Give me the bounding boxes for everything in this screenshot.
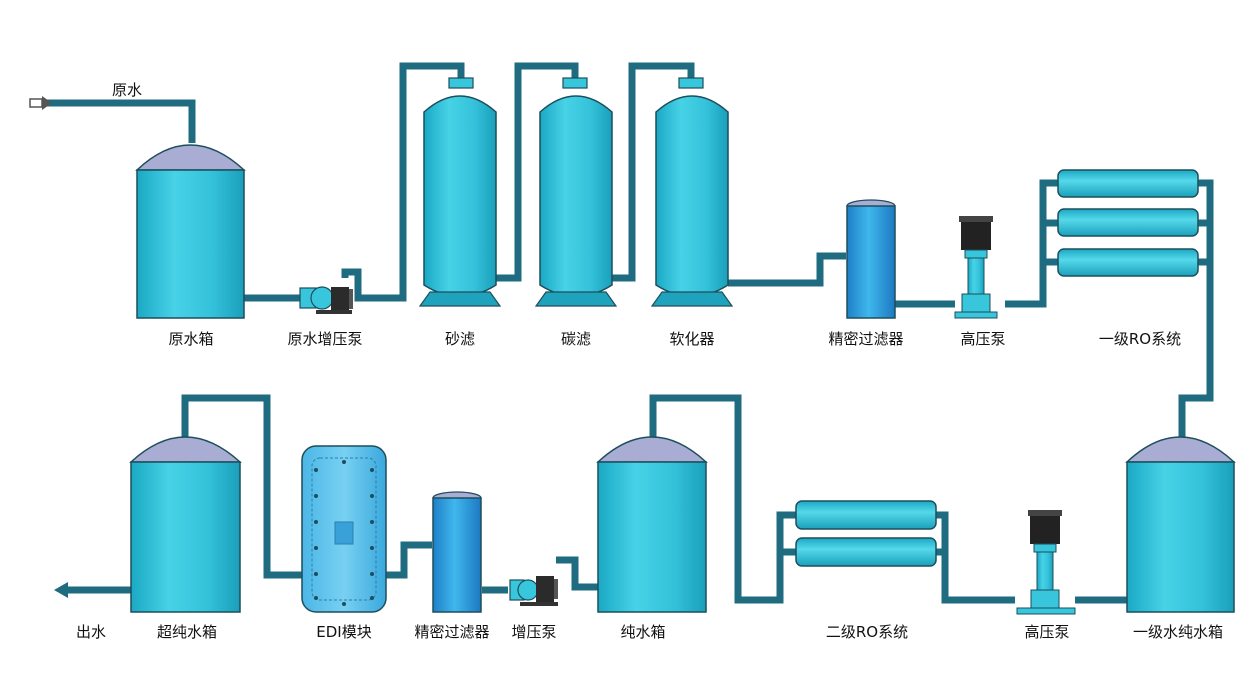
label-high-pressure-pump-2: 高压泵 bbox=[1024, 623, 1069, 641]
label-pure-tank: 纯水箱 bbox=[620, 623, 665, 641]
softener-vessel bbox=[650, 77, 734, 307]
pure-water-tank bbox=[596, 436, 708, 613]
high-pressure-pump-1 bbox=[954, 216, 998, 319]
label-softener: 软化器 bbox=[669, 330, 714, 348]
booster-pump-2 bbox=[509, 576, 558, 606]
label-ro-stage-1: 一级RO系统 bbox=[1099, 330, 1181, 348]
label-ro-stage-2: 二级RO系统 bbox=[826, 623, 908, 641]
label-high-pressure-pump-1: 高压泵 bbox=[960, 330, 1005, 348]
label-booster-pump-2: 增压泵 bbox=[511, 623, 556, 641]
pipe-network bbox=[42, 62, 1214, 604]
precision-filter-2 bbox=[432, 491, 482, 613]
stage1-pure-water-tank bbox=[1125, 436, 1236, 613]
label-edi-module: EDI模块 bbox=[316, 623, 371, 641]
high-pressure-pump-2 bbox=[1016, 510, 1076, 615]
label-raw-tank: 原水箱 bbox=[168, 330, 213, 348]
edi-module bbox=[301, 445, 387, 613]
raw-booster-pump bbox=[299, 286, 353, 314]
label-stage1-pure-tank: 一级水纯水箱 bbox=[1133, 623, 1223, 641]
label-outlet-water: 出水 bbox=[76, 623, 106, 641]
ultrapure-water-tank bbox=[129, 436, 242, 613]
label-raw-booster-pump: 原水增压泵 bbox=[287, 330, 362, 348]
raw-water-tank bbox=[135, 144, 246, 319]
ro-stage-2-membranes bbox=[795, 500, 937, 567]
ro-stage-1-membranes bbox=[1057, 169, 1199, 277]
inlet-arrow-icon bbox=[29, 96, 52, 110]
label-ultrapure-tank: 超纯水箱 bbox=[157, 623, 217, 641]
label-sand-filter: 砂滤 bbox=[445, 330, 475, 348]
label-precision-filter-2: 精密过滤器 bbox=[414, 623, 489, 641]
precision-filter-1 bbox=[846, 199, 896, 319]
label-carbon-filter: 碳滤 bbox=[561, 330, 591, 348]
sand-filter-vessel bbox=[418, 77, 502, 307]
outlet-arrow-icon bbox=[54, 582, 68, 598]
carbon-filter-vessel bbox=[534, 77, 618, 307]
label-precision-filter-1: 精密过滤器 bbox=[828, 330, 903, 348]
label-raw-water: 原水 bbox=[112, 81, 142, 99]
